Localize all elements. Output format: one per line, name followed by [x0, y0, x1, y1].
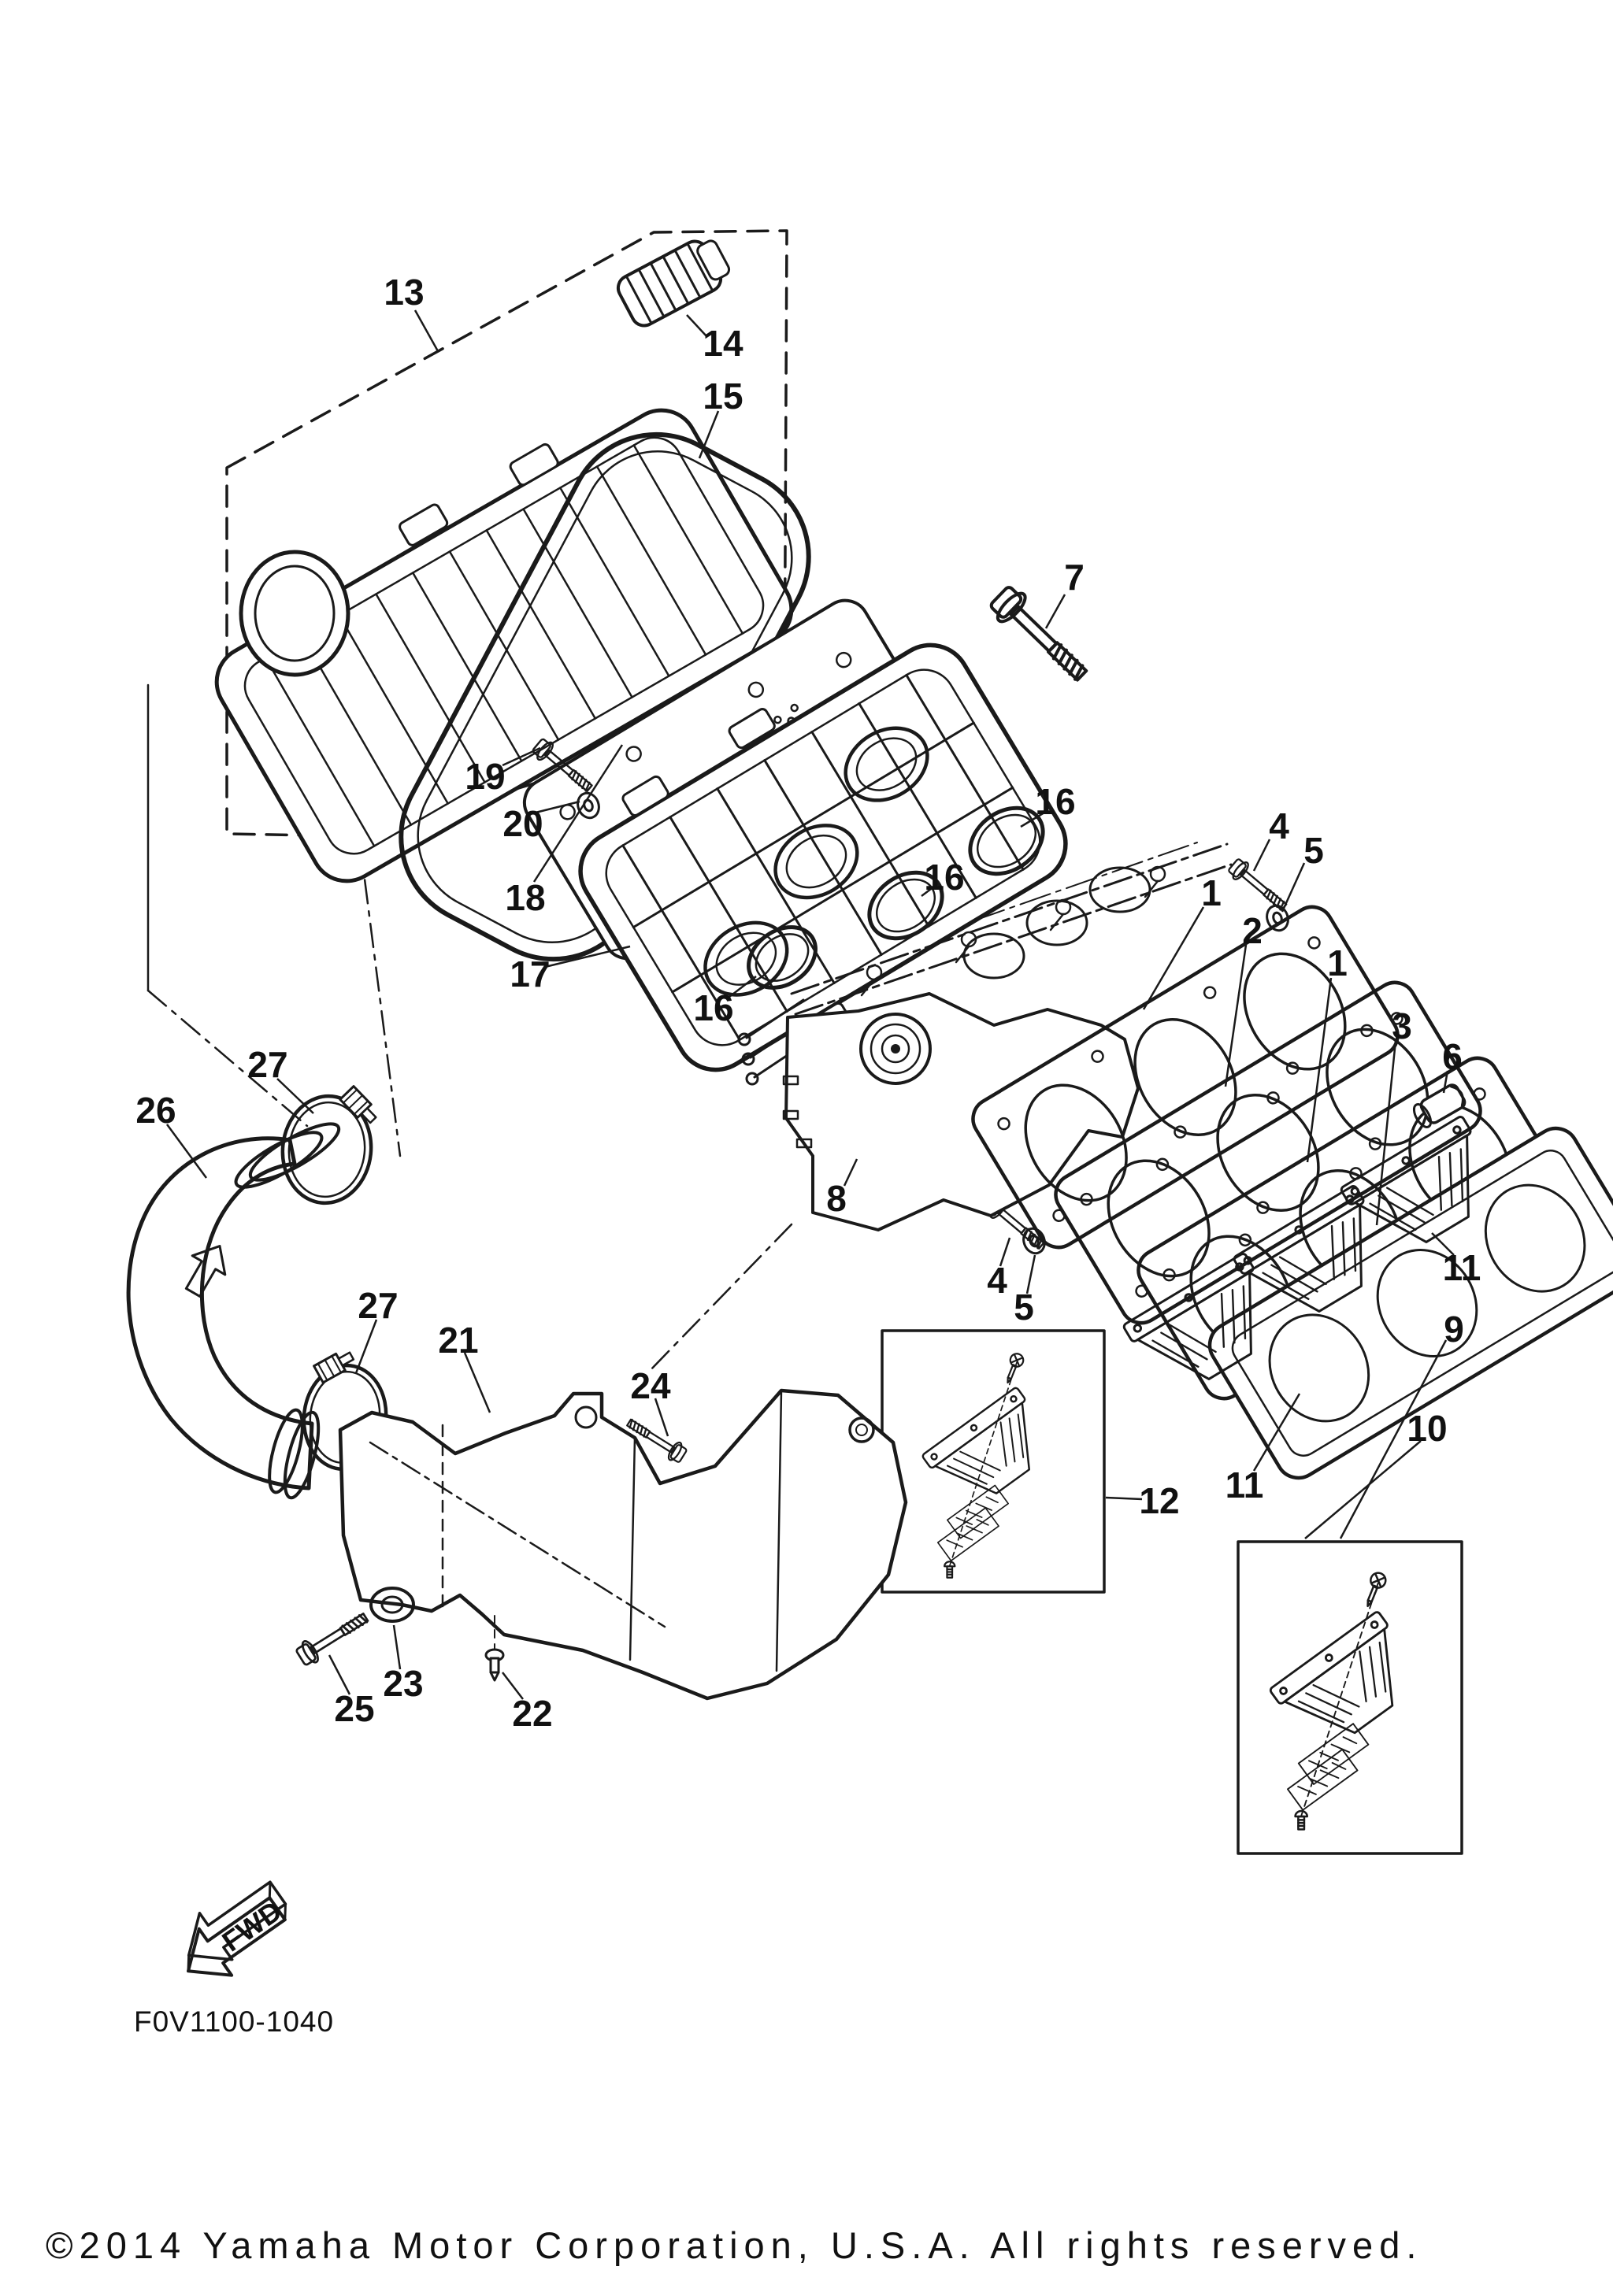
callout-leader-25 — [328, 1654, 351, 1695]
callout-leader-15 — [698, 410, 720, 459]
callout-label-5b: 5 — [1014, 1287, 1034, 1328]
reed-valve-detail-10 — [1268, 1569, 1429, 1831]
callout-label-16c: 16 — [693, 987, 733, 1028]
callout-label-23: 23 — [383, 1663, 423, 1704]
fwd-label: FWD — [216, 1894, 287, 1958]
fwd-arrow-icon: FWD — [187, 1880, 287, 1977]
callout-label-25: 25 — [334, 1688, 374, 1729]
grill-plate — [578, 643, 1068, 1072]
callout-leader-4a — [1252, 839, 1271, 872]
bolt-25 — [293, 1605, 373, 1669]
callout-leader-27b — [354, 1319, 378, 1374]
callout-leader-14 — [686, 314, 708, 338]
callout-label-11a: 11 — [1443, 1247, 1481, 1288]
callout-label-1b: 1 — [1327, 942, 1348, 983]
callout-label-13: 13 — [384, 272, 424, 313]
callout-label-12: 12 — [1139, 1480, 1179, 1521]
callout-leader-10 — [1304, 1440, 1422, 1539]
callout-label-19: 19 — [465, 756, 505, 797]
callout-label-18: 18 — [505, 877, 545, 918]
callout-label-14: 14 — [703, 323, 743, 364]
callout-leader-17 — [544, 945, 631, 968]
grommet-23 — [369, 1587, 415, 1623]
fuel-injectors — [860, 865, 1166, 997]
callout-leader-16a — [1020, 811, 1045, 828]
callout-leader-9 — [1339, 1339, 1448, 1539]
callout-leader-1a — [1142, 906, 1205, 1010]
callout-leader-7 — [1044, 594, 1066, 629]
hose-joint-6 — [1412, 1083, 1467, 1128]
flow-direction-arrow — [184, 1245, 227, 1298]
reed-valve-detail-box-12 — [881, 1329, 1106, 1594]
copyright-line: ©2014 Yamaha Motor Corporation, U.S.A. A… — [46, 2224, 1422, 2266]
callout-leader-19 — [502, 746, 541, 767]
callout-label-22: 22 — [512, 1693, 552, 1734]
pulse-pump — [859, 1013, 932, 1085]
inlet-coupler — [616, 239, 731, 328]
callout-label-2: 2 — [1242, 910, 1263, 951]
callout-leader-13 — [413, 309, 439, 352]
callout-label-11b: 11 — [1226, 1465, 1264, 1505]
hose-clamp-upper — [280, 1085, 377, 1205]
callout-leader-23 — [392, 1624, 402, 1670]
o-ring-16-top — [968, 805, 1045, 876]
callout-leader-11a — [1431, 1232, 1455, 1256]
callout-leader-18 — [532, 744, 624, 883]
callout-label-27a: 27 — [247, 1044, 287, 1085]
callout-leader-2 — [1224, 944, 1248, 1087]
callout-label-24: 24 — [630, 1365, 671, 1406]
callout-leader-16c — [729, 976, 757, 998]
callout-leader-1b — [1306, 977, 1333, 1163]
air-cleaner-case — [214, 408, 794, 883]
callout-leader-11b — [1252, 1393, 1301, 1472]
callout-label-26: 26 — [135, 1090, 176, 1131]
bolt-7 — [987, 583, 1095, 688]
callout-label-1a: 1 — [1201, 872, 1222, 913]
callout-leader-26 — [165, 1124, 208, 1179]
callout-label-5a: 5 — [1303, 830, 1324, 871]
callout-label-3: 3 — [1392, 1005, 1412, 1046]
callout-label-16a: 16 — [1035, 781, 1075, 822]
callout-leader-5a — [1281, 862, 1306, 913]
callout-leader-3 — [1375, 1040, 1397, 1226]
callout-label-17: 17 — [510, 954, 550, 994]
callout-leader-22 — [502, 1672, 524, 1700]
carburetor-assembly — [737, 842, 1233, 1231]
callout-label-27b: 27 — [358, 1285, 398, 1326]
valve-seat-plate-3 — [1207, 1126, 1613, 1480]
callout-leader-5b — [1025, 1254, 1036, 1294]
reed-valve-detail-12 — [921, 1350, 1062, 1579]
callout-label-7: 7 — [1064, 557, 1085, 598]
callout-leader-16b — [921, 886, 935, 897]
grill-gasket-rings — [703, 726, 929, 997]
callout-label-16b: 16 — [924, 857, 964, 898]
callout-leader-27a — [276, 1078, 314, 1114]
callout-label-20: 20 — [502, 803, 543, 844]
intake-bells — [962, 866, 1151, 980]
rivet-22 — [484, 1648, 505, 1682]
callout-label-6: 6 — [1442, 1036, 1463, 1077]
callout-leader-24 — [654, 1398, 669, 1437]
callout-leader-8 — [843, 1158, 858, 1187]
callout-leader-21 — [463, 1352, 491, 1413]
intake-elbow-duct — [126, 1122, 341, 1500]
callout-label-8: 8 — [826, 1178, 847, 1219]
callout-label-4a: 4 — [1269, 805, 1289, 846]
silencer-case — [338, 1388, 908, 1701]
diagram-part-code: F0V1100-1040 — [134, 2005, 334, 2038]
callout-layer: 1314157192018171616164512136845119101112… — [135, 272, 1481, 1734]
callout-leader-6 — [1442, 1070, 1449, 1094]
callout-label-10: 10 — [1407, 1408, 1447, 1449]
callout-label-9: 9 — [1444, 1309, 1464, 1350]
callout-label-15: 15 — [703, 376, 743, 417]
callout-leader-12 — [1105, 1496, 1143, 1501]
callout-label-4b: 4 — [987, 1260, 1007, 1301]
callout-leader-20 — [535, 800, 580, 814]
case-inlet-snout — [239, 550, 350, 677]
callout-label-21: 21 — [438, 1320, 478, 1361]
reed-valve-detail-box-10 — [1237, 1540, 1463, 1855]
callout-leader-4b — [999, 1237, 1011, 1267]
